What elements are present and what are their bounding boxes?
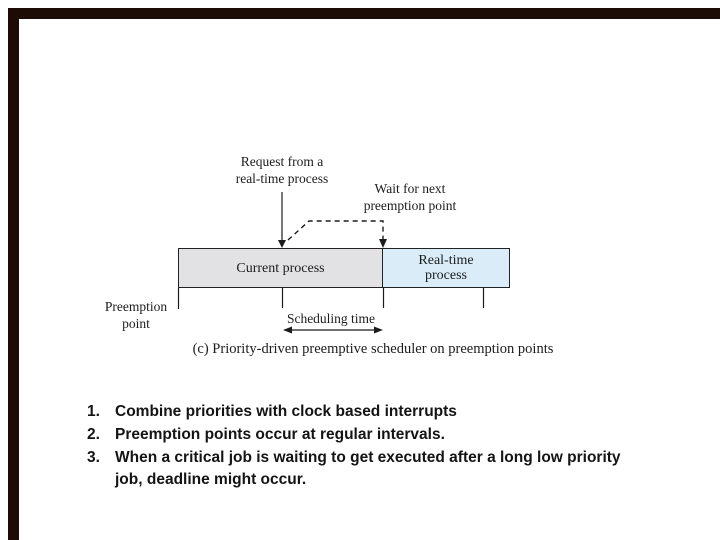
request-arrow	[278, 192, 286, 248]
request-label-line1: Request from a	[240, 154, 324, 169]
notes-list: 1. Combine priorities with clock based i…	[87, 401, 629, 492]
scheduling-time-label: Scheduling time	[286, 311, 376, 326]
process-timeline-bar: Current process Real-time process	[178, 248, 510, 288]
slide-frame-top	[8, 8, 720, 19]
scheduling-range-arrow	[283, 326, 383, 334]
request-label-line2: real-time process	[235, 170, 329, 186]
list-item-number: 1.	[87, 403, 100, 420]
preemption-point-label: Preemption point	[96, 299, 176, 332]
request-label: Request from a real-time process	[217, 154, 347, 187]
preemption-ticks	[177, 288, 485, 309]
list-item-text: Preemption points occur at regular inter…	[115, 425, 445, 443]
list-item-number: 2.	[87, 425, 100, 443]
list-item-text: When a critical job is waiting to get ex…	[115, 448, 621, 489]
realtime-label-line1: Real-time	[418, 253, 474, 268]
realtime-process-label: Real-time process	[418, 253, 473, 283]
list-item: 1. Combine priorities with clock based i…	[87, 401, 629, 424]
wait-label-line2: preemption point	[363, 197, 457, 213]
figure-caption: (c) Priority-driven preemptive scheduler…	[192, 341, 554, 357]
current-process-label: Current process	[236, 260, 325, 276]
list-item: 2. Preemption points occur at regular in…	[87, 424, 629, 447]
slide-frame-left	[8, 8, 19, 540]
wait-label-line1: Wait for next	[374, 181, 446, 196]
realtime-process-segment: Real-time process	[383, 249, 509, 287]
list-item-number: 3.	[87, 448, 100, 466]
list-item-text: Combine priorities with clock based inte…	[115, 403, 457, 420]
current-process-segment: Current process	[179, 249, 383, 287]
realtime-label-line2: process	[424, 268, 467, 283]
list-item: 3. When a critical job is waiting to get…	[87, 447, 629, 493]
wait-label: Wait for next preemption point	[350, 181, 470, 214]
preemption-point-line1: Preemption	[104, 299, 168, 314]
preemption-point-line2: point	[122, 315, 150, 331]
wait-dashed-arrow	[287, 220, 387, 248]
